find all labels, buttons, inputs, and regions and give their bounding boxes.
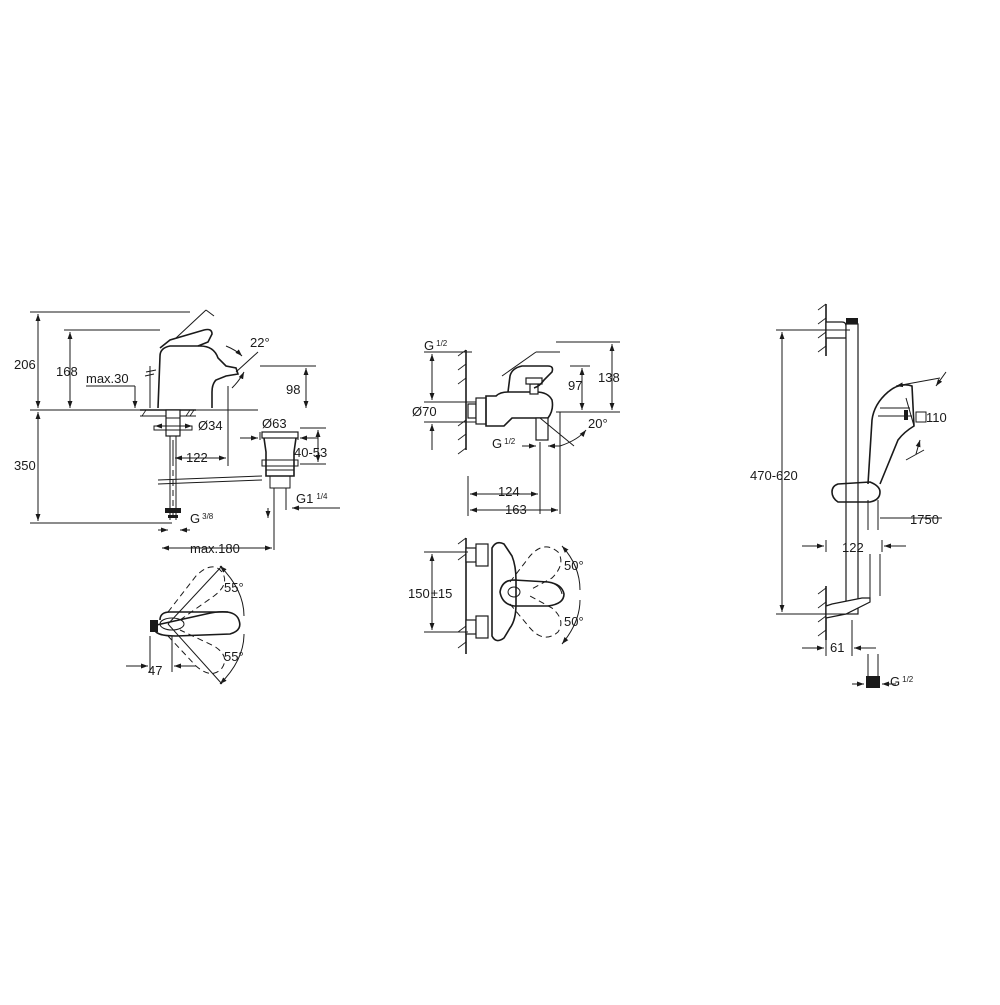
label-50-deg-bottom: 50° xyxy=(564,614,584,629)
label-138: 138 xyxy=(598,370,620,385)
label-350: 350 xyxy=(14,458,36,473)
bath-mixer-side-view xyxy=(424,341,620,516)
label-d63: Ø63 xyxy=(262,416,287,431)
label-55-deg-bottom: 55° xyxy=(224,649,244,664)
basin-mixer-top-labels: 55° 55° 47 xyxy=(148,580,244,678)
label-168: 168 xyxy=(56,364,78,379)
label-55-deg-top: 55° xyxy=(224,580,244,595)
label-47: 47 xyxy=(148,663,162,678)
label-470-620: 470-620 xyxy=(750,468,798,483)
label-122: 122 xyxy=(186,450,208,465)
basin-mixer-top-view xyxy=(126,565,245,685)
label-max30: max.30 xyxy=(86,371,129,386)
label-22-deg: 22° xyxy=(250,335,270,350)
label-1750: 1750 xyxy=(910,512,939,527)
label-50-deg-top: 50° xyxy=(564,558,584,573)
label-40-53: 40-53 xyxy=(294,445,327,460)
basin-mixer-side-view xyxy=(30,309,340,551)
label-61: 61 xyxy=(830,640,844,655)
label-20-deg: 20° xyxy=(588,416,608,431)
basin-mixer-labels: 206 168 max.30 22° 98 350 Ø34 Ø63 122 40… xyxy=(14,335,328,556)
label-122-shower: 122 xyxy=(842,540,864,555)
label-97: 97 xyxy=(568,378,582,393)
label-d34: Ø34 xyxy=(198,418,223,433)
bath-mixer-front-view xyxy=(424,537,581,654)
label-max180: max.180 xyxy=(190,541,240,556)
shower-set-drawing xyxy=(776,303,947,688)
label-206: 206 xyxy=(14,357,36,372)
label-98: 98 xyxy=(286,382,300,397)
bath-mixer-front-labels: 150±15 50° 50° xyxy=(408,558,584,629)
label-110: 110 xyxy=(926,410,947,425)
label-124: 124 xyxy=(498,484,520,499)
label-d70: Ø70 xyxy=(412,404,437,419)
label-163: 163 xyxy=(505,502,527,517)
label-150-tolerance: 150±15 xyxy=(408,586,452,601)
